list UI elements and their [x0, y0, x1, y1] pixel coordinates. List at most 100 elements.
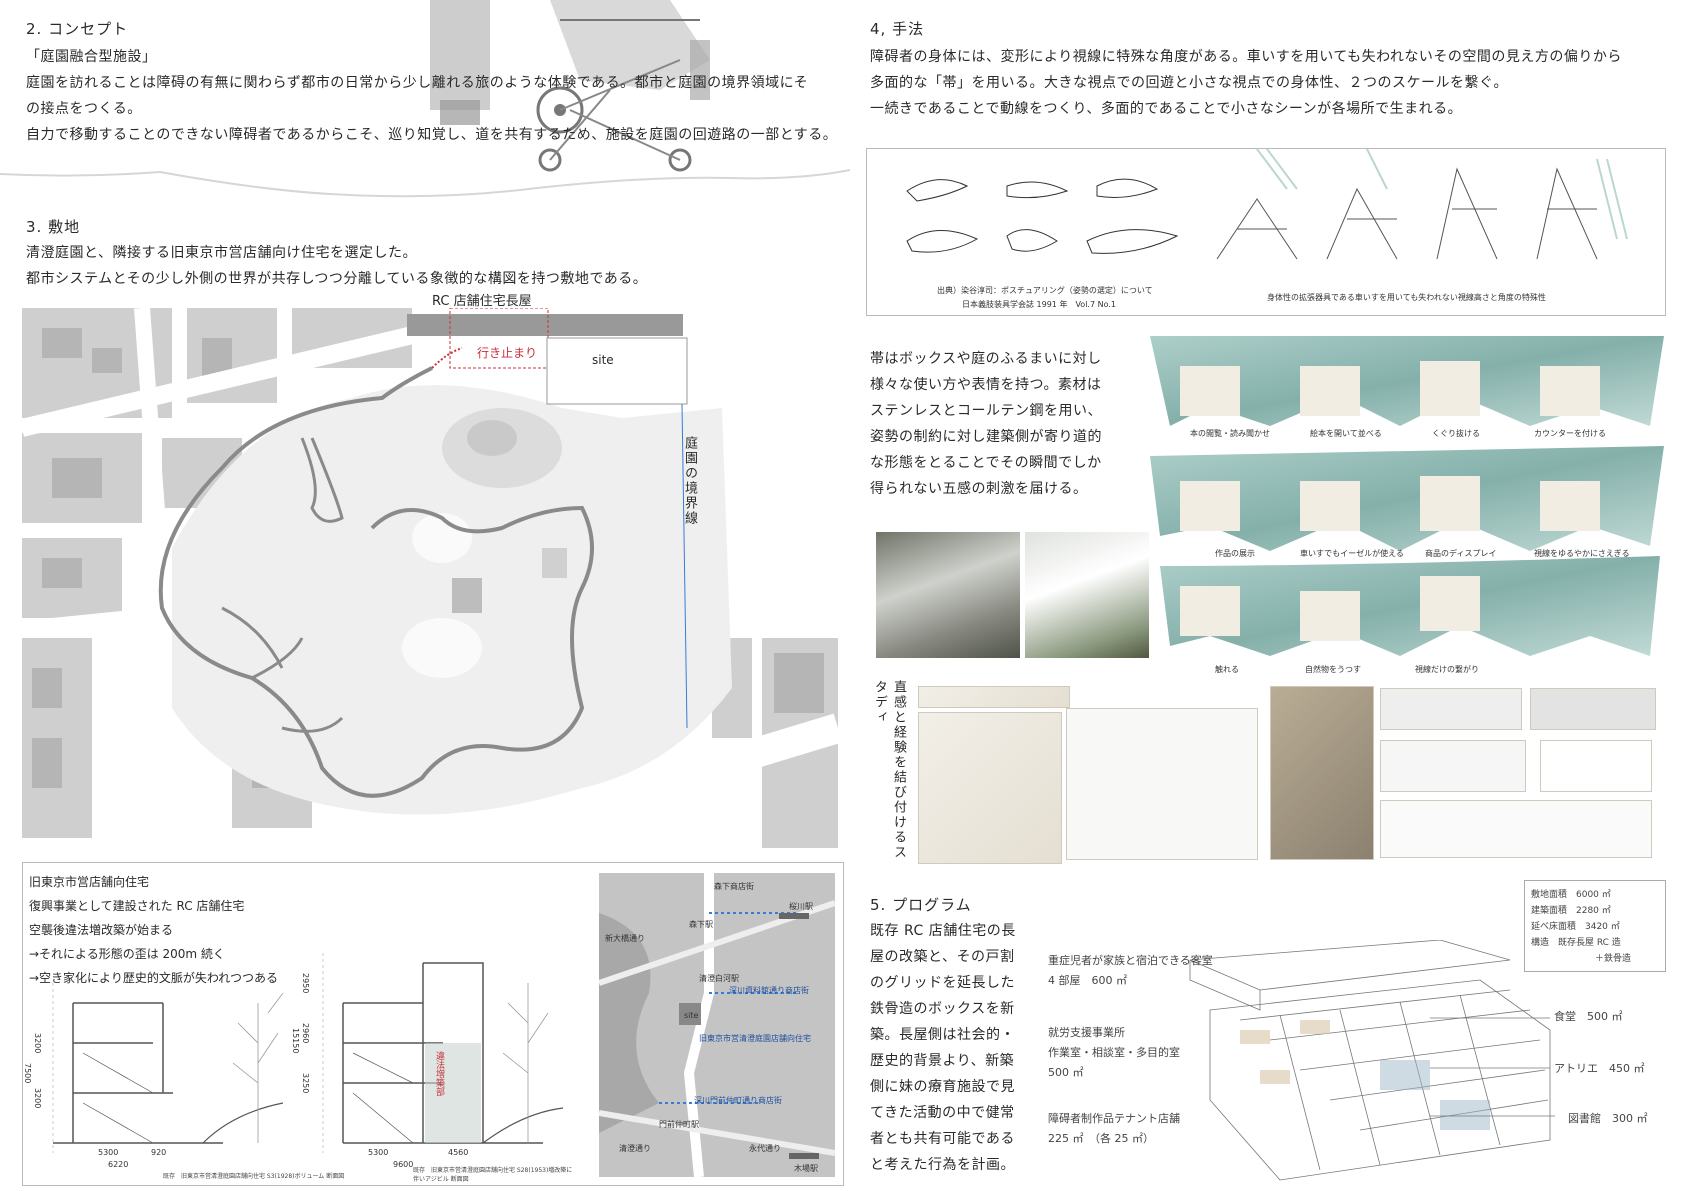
- concept-line: 「庭園融合型施設」: [26, 49, 157, 65]
- study-image: [1530, 688, 1656, 730]
- wheelchair-caption: 身体性の拡張器具である車いすを用いても失われない視線高さと角度の特殊性: [1267, 293, 1546, 302]
- scene-label: カウンターを付ける: [1534, 429, 1606, 438]
- program-text: 歴史的背景より、新築: [870, 1053, 1015, 1069]
- map-label-boundary: 庭園の境界線: [682, 436, 697, 526]
- program-room-detail: 4 部屋 600 ㎡: [1048, 974, 1127, 987]
- concept-line: の接点をつくる。: [26, 101, 142, 117]
- history-line: 旧東京市営店舗向住宅: [29, 875, 150, 889]
- area-map-label: 永代通り: [749, 1144, 781, 1153]
- wave-divider: [0, 169, 850, 198]
- dim-right: 4560: [448, 1148, 469, 1157]
- study-image: [918, 686, 1070, 708]
- band-text: な形態をとることでその瞬間でしか: [870, 455, 1102, 471]
- area-map-label: 木場駅: [794, 1164, 818, 1173]
- scene-label: 作品の展示: [1215, 549, 1255, 558]
- scene-label: 視線だけの繋がり: [1415, 665, 1479, 674]
- scene-label: 本の閲覧・読み聞かせ: [1190, 429, 1270, 438]
- dim-height-right: 2950: [301, 973, 310, 994]
- stat-line: 敷地面積 6000 ㎡: [1531, 890, 1611, 900]
- posture-sketches: [906, 178, 1179, 254]
- dim-height-right: 3250: [301, 1073, 310, 1094]
- section-caption-left: 既存 旧東京市営清澄庭園店舗向住宅 S3(1928)ボリューム 断面図: [163, 1173, 345, 1180]
- dim-left: 5300: [98, 1148, 119, 1157]
- dim-height-right: 2960: [301, 1023, 310, 1044]
- leader-lines: [1430, 1017, 1555, 1117]
- scene-label: 自然物をうつす: [1305, 665, 1361, 674]
- program-room-title: 障碍者制作品テナント店舗: [1048, 1112, 1180, 1125]
- program-room-title: 重症児者が家族と宿泊できる客室: [1048, 954, 1213, 967]
- program-heading: 5. プログラム: [870, 896, 972, 914]
- area-map-label: 深川門前仲町通り商店街: [694, 1096, 782, 1105]
- dim-left: 920: [151, 1148, 167, 1157]
- area-map-label: 桜川駅: [789, 902, 813, 911]
- dim-height: 3200: [33, 1088, 42, 1109]
- method-heading: 4, 手法: [870, 20, 925, 38]
- program-room-detail: 作業室・相談室・多目的室: [1048, 1046, 1180, 1059]
- band-text: ステンレスとコールテン鋼を用い、: [870, 403, 1102, 419]
- program-text: のグリッドを延長した: [870, 975, 1015, 991]
- concept-line: 庭園を訪れることは障碍の有無に関わらず都市の日常から少し離れる旅のような体験であ…: [26, 75, 809, 91]
- dim-right: 9600: [393, 1160, 414, 1169]
- area-map-label: 門前仲町駅: [659, 1120, 699, 1129]
- study-image: [1380, 740, 1526, 792]
- site-line: 清澄庭園と、隣接する旧東京市営店舗向け住宅を選定した。: [26, 245, 417, 261]
- area-map-label: 新大橋通り: [605, 934, 645, 943]
- area-map-label: 深川資料館通り商店街: [729, 986, 809, 995]
- map-label-rc-house: RC 店舗住宅長屋: [432, 294, 532, 309]
- method-line: 一続きであることで動線をつくり、多面的であることで小さなシーンが各場所で生まれる…: [870, 101, 1463, 117]
- stat-line: 構造 既存長屋 RC 造: [1531, 938, 1621, 948]
- program-room-detail: 225 ㎡ （各 25 ㎡）: [1048, 1132, 1154, 1145]
- axonometric-drawing: [1189, 940, 1551, 1181]
- program-text: 既存 RC 店舗住宅の長: [870, 923, 1016, 939]
- study-image: [1540, 740, 1652, 792]
- method-line: 多面的な「帯」を用いる。大きな視点での回遊と小さな視点での身体性、２つのスケール…: [870, 75, 1508, 91]
- program-text: 屋の改築と、その戸割: [870, 949, 1015, 965]
- program-room-right: 図書館 300 ㎡: [1568, 1112, 1648, 1125]
- program-text: と考えた行為を計画。: [870, 1157, 1015, 1173]
- band-sketch: [1150, 336, 1664, 656]
- program-text: てきた活動の中で健常: [870, 1105, 1015, 1121]
- scene-label: 車いすでもイーゼルが使える: [1300, 549, 1404, 558]
- program-room-right: 食堂 500 ㎡: [1554, 1010, 1623, 1023]
- stroller-illustration: [430, 0, 710, 172]
- site-line: 都市システムとその少し外側の世界が共存しつつ分離している象徴的な構図を持つ敷地で…: [26, 271, 648, 287]
- program-room-right: アトリエ 450 ㎡: [1554, 1062, 1645, 1075]
- concept-heading: 2. コンセプト: [26, 20, 129, 38]
- concept-section: 2. コンセプト 「庭園融合型施設」 庭園を訪れることは障碍の有無に関わらず都市…: [0, 0, 850, 200]
- study-image: [1380, 800, 1652, 858]
- study-image: [1380, 688, 1522, 730]
- program-text: 側に妹の療育施設で見: [870, 1079, 1015, 1095]
- model-photo: [1025, 532, 1149, 658]
- dim-left: 6220: [108, 1160, 129, 1169]
- band-text: 得られない五感の刺激を届ける。: [870, 481, 1088, 497]
- source-caption: 日本義肢装具学会誌 1991 年 Vol.7 No.1: [962, 300, 1116, 309]
- site-heading: 3. 敷地: [26, 218, 81, 236]
- area-map-label: site: [684, 1011, 699, 1020]
- area-map: 森下商店街 桜川駅 森下駅 新大橋通り 清澄白河駅 深川資料館通り商店街 sit…: [599, 873, 835, 1177]
- dim-height: 7500: [23, 1063, 32, 1084]
- model-photo: [876, 532, 1020, 658]
- scene-label: くぐり抜ける: [1432, 429, 1480, 438]
- stat-line: ＋鉄骨造: [1595, 954, 1632, 964]
- history-line: 空襲後違法増改築が始まる: [29, 923, 174, 937]
- source-caption: 出典）染谷淳司：ポスチュアリング（姿勢の選定）について: [937, 286, 1153, 295]
- posture-panel: 出典）染谷淳司：ポスチュアリング（姿勢の選定）について 日本義肢装具学会誌 19…: [866, 148, 1666, 316]
- scene-label: 触れる: [1215, 665, 1239, 674]
- band-text: 帯はボックスや庭のふるまいに対し: [870, 351, 1102, 367]
- area-map-label: 森下商店街: [714, 882, 754, 891]
- band-text: 姿勢の制約に対し建築側が寄り道的: [870, 429, 1102, 445]
- section-caption-right: 既存 旧東京市営清澄庭園店舗向住宅 S28(1953)増改築に伴いアジビル 断面…: [413, 1167, 573, 1183]
- stat-line: 延べ床面積 3420 ㎡: [1531, 922, 1620, 932]
- study-image: [1270, 686, 1374, 860]
- history-line: 復興事業として建設された RC 店舗住宅: [29, 899, 245, 913]
- program-text: 築。長屋側は社会的・: [870, 1027, 1015, 1043]
- area-map-label: 森下駅: [689, 920, 713, 929]
- scene-label: 視線をゆるやかにさえぎる: [1534, 549, 1630, 558]
- program-room-title: 就労支援事業所: [1048, 1026, 1125, 1039]
- program-text: 者とも共有可能である: [870, 1131, 1015, 1147]
- study-image: [918, 712, 1062, 864]
- dim-right: 5300: [368, 1148, 389, 1157]
- program-room-detail: 500 ㎡: [1048, 1066, 1084, 1079]
- area-map-label: 旧東京市営清澄庭園店舗向住宅: [699, 1034, 811, 1043]
- stats-box: 敷地面積 6000 ㎡ 建築面積 2280 ㎡ 延べ床面積 3420 ㎡ 構造 …: [1524, 880, 1666, 972]
